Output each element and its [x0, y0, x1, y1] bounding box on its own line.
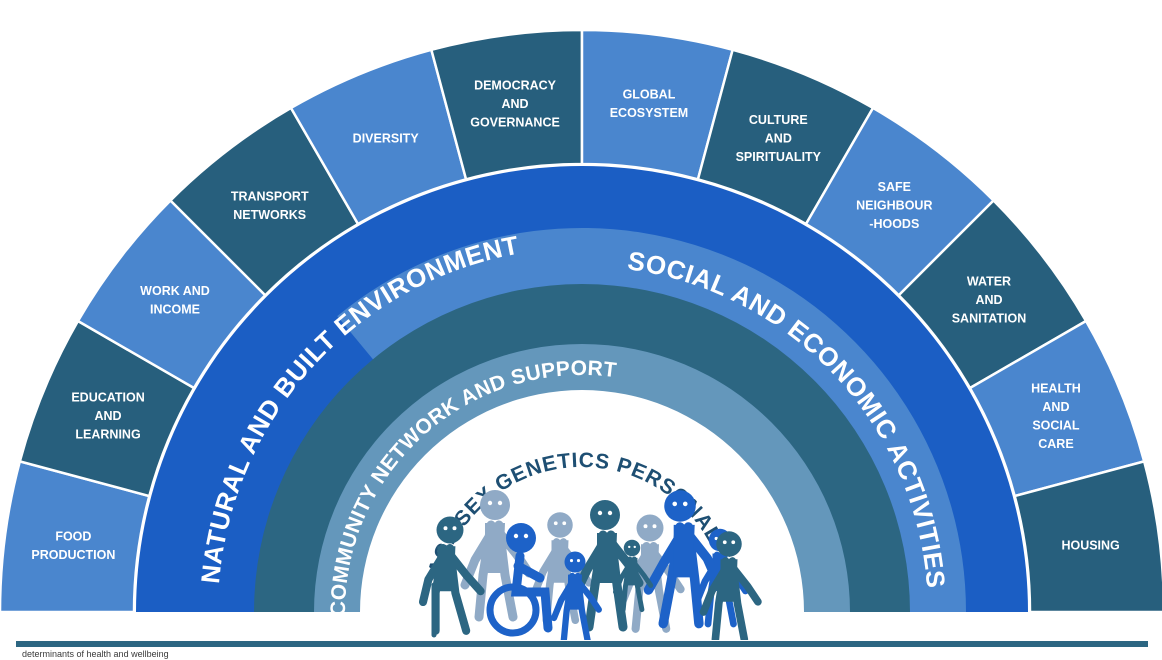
- outer-ring: FOOD PRODUCTION EDUCATION AND LEARNING WORK A…: [0, 28, 1162, 614]
- segment-label: WORK AND INCOME: [140, 284, 210, 317]
- segment-label-line: SAFE: [878, 180, 911, 194]
- segment-label-line: AND: [95, 409, 122, 423]
- person-figure-back-1: [460, 490, 534, 622]
- segment-label-line: NEIGHBOUR: [856, 199, 932, 213]
- segment-shape: [1013, 459, 1162, 614]
- segment-label: DEMOCRACY AND GOVERNANCE: [470, 78, 560, 129]
- segment-label-line: AND: [765, 132, 792, 146]
- segment-transport-networks: TRANSPORT NETWORKS: [168, 106, 360, 297]
- segment-label-line: INCOME: [150, 302, 200, 316]
- segment-label: WATER AND SANITATION: [952, 275, 1027, 326]
- community-ring: [254, 284, 910, 612]
- segment-label-line: SPIRITUALITY: [736, 150, 822, 164]
- segment-label-line: SOCIAL: [1032, 418, 1080, 432]
- segment-label-line: CULTURE: [749, 113, 808, 127]
- segment-education-and-learning: EDUCATION AND LEARNING: [18, 319, 196, 498]
- segment-label: GLOBAL ECOSYSTEM: [610, 88, 689, 121]
- segment-label-line: FOOD: [55, 529, 91, 543]
- segment-label-line: HOUSING: [1061, 539, 1119, 553]
- natural-environment-ring: [136, 166, 1028, 612]
- segment-label: HOUSING: [1061, 539, 1119, 553]
- segment-democracy-and-governance: DEMOCRACY AND GOVERNANCE: [429, 28, 584, 181]
- person-figure-baby: [613, 539, 654, 613]
- segment-safe-neighbour-hoods: SAFE NEIGHBOUR -HOODS: [804, 106, 996, 297]
- segment-label-line: ECOSYSTEM: [610, 106, 689, 120]
- segment-label-line: EDUCATION: [71, 391, 144, 405]
- segment-label-line: DEMOCRACY: [474, 78, 557, 92]
- segment-label-line: GLOBAL: [623, 88, 676, 102]
- segment-label-line: PRODUCTION: [31, 548, 115, 562]
- segment-housing: HOUSING: [1013, 459, 1162, 614]
- segment-label-line: NETWORKS: [233, 208, 306, 222]
- segment-work-and-income: WORK AND INCOME: [76, 198, 267, 390]
- person-figure-child: [550, 551, 602, 640]
- segment-label-line: HEALTH: [1031, 381, 1081, 395]
- wheelchair-user-figure: [486, 523, 553, 637]
- segment-label-line: LEARNING: [75, 428, 140, 442]
- social-economic-ring: [337, 227, 967, 612]
- segment-label-line: WATER: [967, 275, 1011, 289]
- segment-label-line: DIVERSITY: [353, 132, 420, 146]
- segment-label: EDUCATION AND LEARNING: [71, 391, 144, 442]
- people-group-illustration: [418, 490, 762, 640]
- segment-label: CULTURE AND SPIRITUALITY: [736, 113, 822, 164]
- segment-culture-and-spirituality: CULTURE AND SPIRITUALITY: [696, 48, 875, 226]
- segment-label-line: TRANSPORT: [231, 189, 309, 203]
- segment-label: SAFE NEIGHBOUR -HOODS: [856, 180, 932, 231]
- segment-label-line: AND: [1042, 400, 1069, 414]
- segment-label: DIVERSITY: [353, 132, 420, 146]
- segment-label-line: SANITATION: [952, 312, 1027, 326]
- person-figure-right: [699, 531, 762, 640]
- segment-global-ecosystem: GLOBAL ECOSYSTEM: [580, 28, 735, 181]
- segment-label-line: CARE: [1038, 437, 1073, 451]
- segment-label: FOOD PRODUCTION: [31, 529, 115, 562]
- segment-label-line: -HOODS: [869, 217, 919, 231]
- base-bar: [16, 641, 1148, 647]
- segment-label-line: AND: [501, 97, 528, 111]
- segment-label-line: AND: [975, 293, 1002, 307]
- diagram-caption: determinants of health and wellbeing: [22, 649, 169, 659]
- lifestyle-ring: [314, 344, 850, 612]
- segment-water-and-sanitation: WATER AND SANITATION: [897, 198, 1088, 390]
- segment-label: TRANSPORT NETWORKS: [231, 189, 309, 222]
- segment-label: HEALTH AND SOCIAL CARE: [1031, 381, 1081, 451]
- segment-label-line: GOVERNANCE: [470, 115, 560, 129]
- segment-label-line: WORK AND: [140, 284, 210, 298]
- person-figure-center: [570, 500, 644, 632]
- person-figure-right-tall: [643, 490, 721, 629]
